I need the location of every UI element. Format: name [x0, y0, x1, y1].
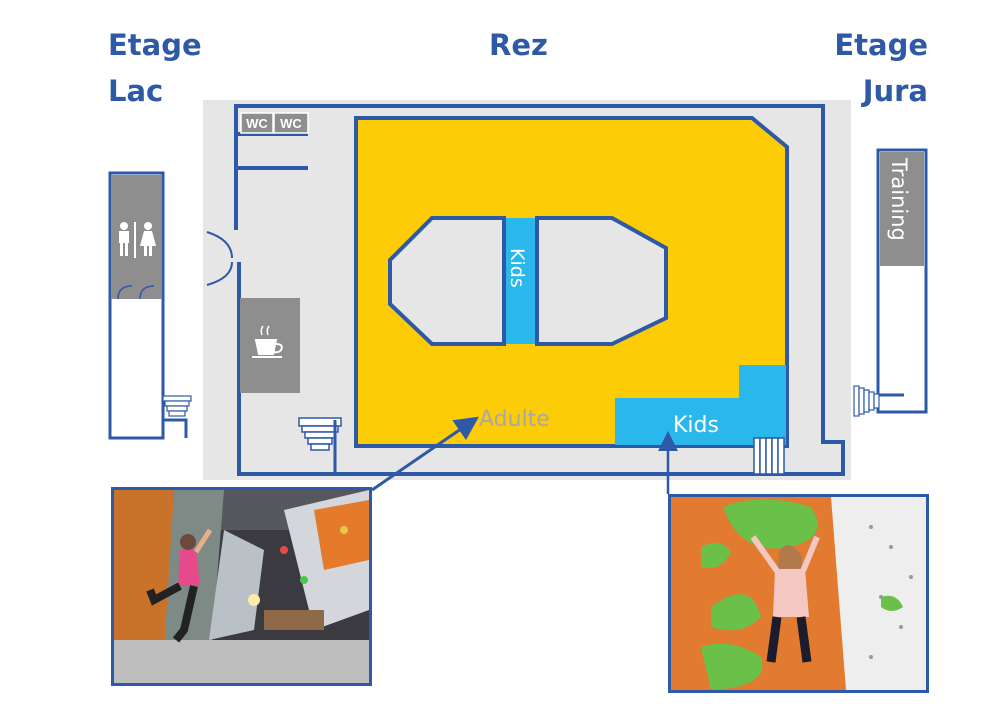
wc-label-2: WC [280, 116, 302, 131]
child-climber-figure [750, 535, 820, 663]
restroom-icon [119, 222, 156, 258]
stairs-icon [298, 417, 342, 475]
cafe-area [240, 298, 300, 393]
kids-climbing-photo [668, 494, 929, 693]
floor-title-jura: Etage Jura [834, 22, 928, 114]
adult-climbing-photo [111, 487, 372, 686]
floor-title-jura-line2: Jura [862, 74, 928, 108]
wc-label-1: WC [246, 116, 268, 131]
floor-jura: Training [853, 148, 928, 417]
central-boulder-block: Kids [388, 216, 668, 346]
floor-title-lac-line1: Etage [108, 28, 202, 62]
wc-room-1: WC [240, 112, 274, 134]
stairs-icon-kids [753, 437, 785, 475]
stairs-icon-lac [162, 395, 192, 417]
adult-area-label: Adulte [479, 407, 550, 432]
training-area-label: Training [887, 157, 911, 241]
kids-area-label-corner: Kids [673, 413, 719, 438]
coffee-cup-icon [252, 325, 283, 358]
kids-corner-area: Kids [615, 365, 786, 445]
kids-area-label-center: Kids [506, 248, 528, 288]
toilet-door-icons [117, 285, 155, 300]
stairs-icon-jura [853, 385, 880, 417]
floor-title-rez: Rez [489, 28, 548, 62]
wc-room-2: WC [273, 112, 309, 134]
entrance-door [206, 231, 233, 286]
climber-figure [146, 528, 213, 643]
floor-lac [108, 171, 192, 440]
ground-floor-walls [234, 104, 845, 476]
floor-title-jura-line1: Etage [834, 28, 928, 62]
floor-title-lac-line2: Lac [108, 74, 164, 108]
adult-photo-arrow [371, 416, 479, 492]
floor-title-lac: Etage Lac [108, 22, 202, 114]
